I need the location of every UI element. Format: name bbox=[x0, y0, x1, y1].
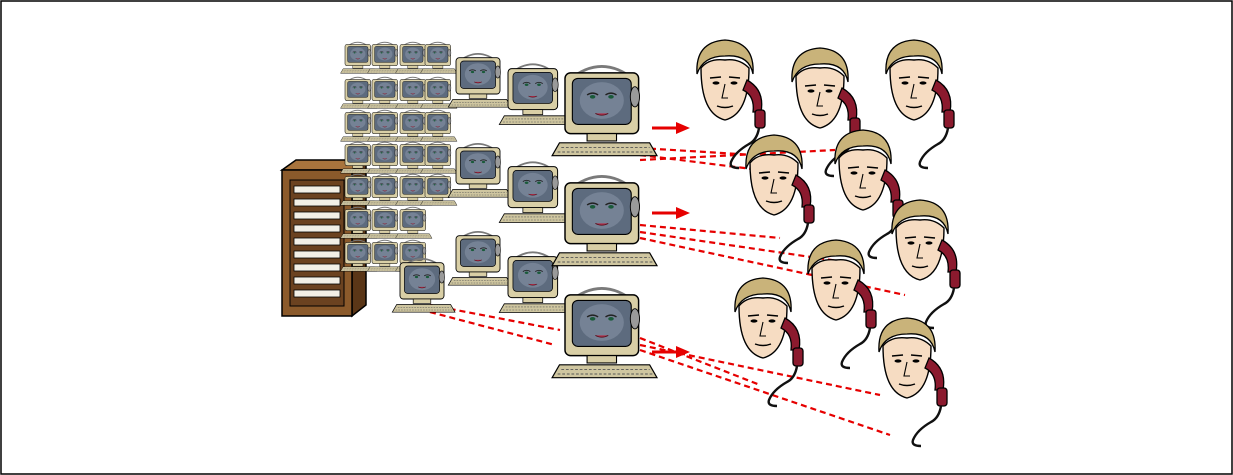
agent-computer-icon bbox=[340, 141, 378, 174]
agent-computer-icon bbox=[447, 143, 512, 198]
agent-computer-icon bbox=[551, 175, 659, 267]
agent-computer-icon bbox=[498, 251, 571, 313]
agent-computer-icon bbox=[498, 63, 571, 125]
agent-computer-icon bbox=[340, 173, 378, 206]
agent-computer-icon bbox=[340, 41, 378, 74]
caller-person-icon bbox=[878, 317, 948, 448]
agent-computer-icon bbox=[447, 231, 512, 286]
arrows bbox=[652, 122, 690, 358]
caller-person-icon bbox=[834, 129, 904, 260]
right-arrow-icon bbox=[652, 122, 690, 134]
agent-computer-icon bbox=[367, 173, 405, 206]
agent-computer-icon bbox=[367, 76, 405, 109]
agent-computer-icon bbox=[340, 239, 378, 272]
agent-computer-icon bbox=[367, 141, 405, 174]
agent-computer-icon bbox=[391, 258, 456, 313]
agent-computer-icon bbox=[420, 76, 458, 109]
agent-computer-icon bbox=[420, 109, 458, 142]
caller-person-icon bbox=[734, 277, 804, 408]
agent-computer-icon bbox=[447, 53, 512, 108]
agent-computer-icon bbox=[367, 41, 405, 74]
call-line bbox=[639, 223, 781, 240]
right-arrow-icon bbox=[652, 207, 690, 219]
agent-computer-icon bbox=[420, 141, 458, 174]
agent-computer-icon bbox=[340, 109, 378, 142]
caller-person-icon bbox=[791, 47, 861, 178]
caller-person-icon bbox=[696, 39, 766, 170]
agent-computer-icon bbox=[340, 76, 378, 109]
agent-computer-icon bbox=[395, 206, 433, 239]
agent-computer-icon bbox=[551, 287, 659, 379]
right-arrow-icon bbox=[652, 346, 690, 358]
call-line bbox=[639, 148, 836, 162]
agent-computer-icon bbox=[498, 161, 571, 223]
caller-person-icon bbox=[891, 199, 961, 330]
caller-person-icon bbox=[885, 39, 955, 170]
agent-computer-icon bbox=[395, 41, 433, 74]
call-line bbox=[639, 336, 761, 387]
caller-person-icon bbox=[807, 239, 877, 370]
call-line bbox=[639, 153, 761, 172]
agent-computer-icon bbox=[395, 76, 433, 109]
agent-computers bbox=[340, 41, 659, 379]
caller-person-icon bbox=[745, 134, 815, 265]
callers bbox=[696, 39, 961, 448]
call-line bbox=[639, 348, 891, 437]
agent-computer-icon bbox=[340, 206, 378, 239]
agent-computer-icon bbox=[420, 41, 458, 74]
call-line bbox=[429, 310, 556, 347]
agent-computer-icon bbox=[420, 173, 458, 206]
agent-computer-icon bbox=[367, 239, 405, 272]
agent-computer-icon bbox=[551, 65, 659, 157]
agent-computer-icon bbox=[367, 206, 405, 239]
